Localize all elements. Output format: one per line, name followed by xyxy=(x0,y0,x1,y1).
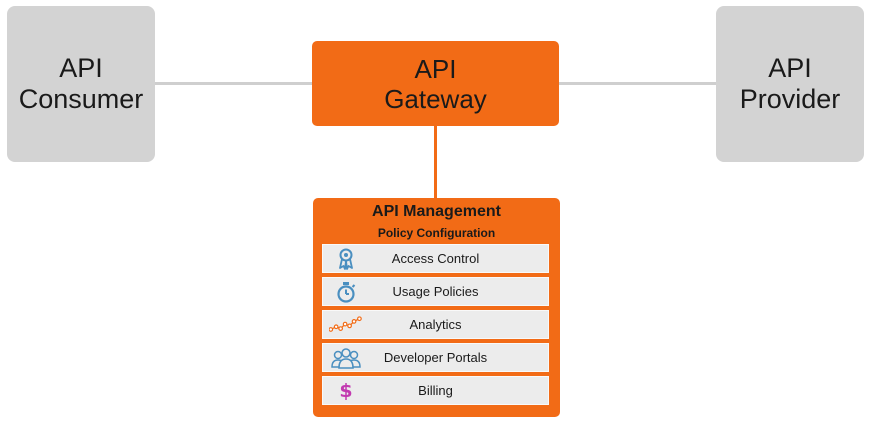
policy-list: Access Control Usage Policies xyxy=(322,244,549,409)
api-management-title: API Management xyxy=(372,203,501,220)
api-gateway-line1: API xyxy=(414,53,457,84)
policy-label-analytics: Analytics xyxy=(409,317,462,332)
users-group-icon xyxy=(329,347,363,369)
award-badge-icon xyxy=(329,248,363,270)
api-provider-line2: Provider xyxy=(739,84,841,114)
api-consumer-line1: API xyxy=(59,53,103,83)
policy-row-billing: $ Billing xyxy=(322,376,549,405)
dollar-glyph: $ xyxy=(339,380,353,402)
policy-label-billing: Billing xyxy=(418,383,453,398)
api-consumer-line2: Consumer xyxy=(18,84,144,114)
policy-label-developer-portals: Developer Portals xyxy=(383,350,488,365)
policy-row-analytics: Analytics xyxy=(322,310,549,339)
policy-configuration-subtitle: Policy Configuration xyxy=(377,226,496,240)
policy-row-access-control: Access Control xyxy=(322,244,549,273)
policy-label-access-control: Access Control xyxy=(391,251,480,266)
policy-row-usage-policies: Usage Policies xyxy=(322,277,549,306)
api-consumer-box: API Consumer xyxy=(7,6,155,162)
api-gateway-line2: Gateway xyxy=(384,83,487,114)
line-chart-icon xyxy=(329,314,363,336)
api-management-panel: API Management Policy Configuration Acce… xyxy=(313,198,560,417)
stopwatch-icon xyxy=(329,281,363,303)
api-provider-box: API Provider xyxy=(716,6,864,162)
policy-row-developer-portals: Developer Portals xyxy=(322,343,549,372)
dollar-icon: $ xyxy=(329,380,363,402)
gateway-management-connector xyxy=(434,124,437,200)
api-gateway-box: API Gateway xyxy=(312,41,559,126)
policy-label-usage-policies: Usage Policies xyxy=(392,284,479,299)
api-provider-line1: API xyxy=(768,53,812,83)
